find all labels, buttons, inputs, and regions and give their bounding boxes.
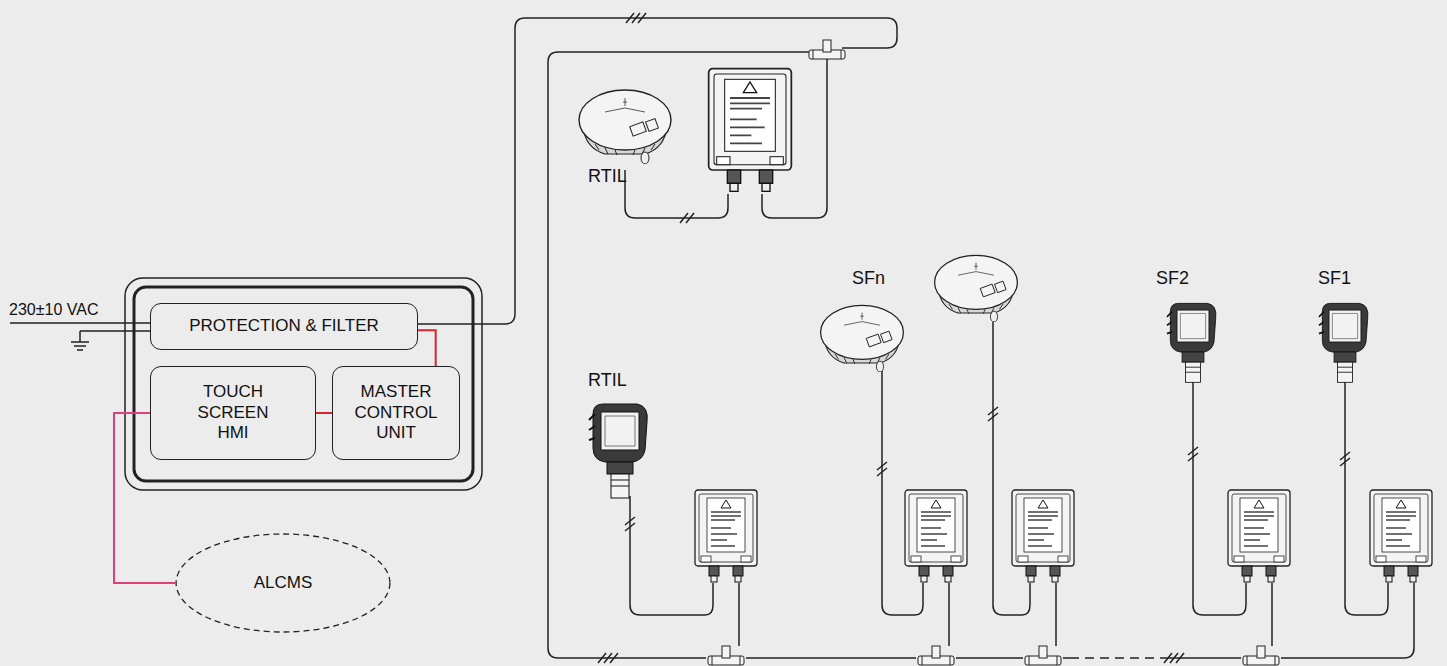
- node-text: MASTER CONTROL UNIT: [340, 382, 452, 443]
- signal-connector: [316, 413, 332, 414]
- light-label: RTIL: [588, 166, 627, 187]
- voltage-label: 230±10 VAC: [9, 301, 98, 319]
- light-label: RTIL: [588, 370, 627, 391]
- node-text: ALCMS: [254, 573, 313, 593]
- node-text: TOUCH SCREEN HMI: [186, 382, 281, 443]
- hmi-box: TOUCH SCREEN HMI: [150, 366, 316, 460]
- signal-connector: [418, 330, 436, 366]
- light-label: SF2: [1156, 268, 1189, 289]
- node-text: PROTECTION & FILTER: [189, 316, 379, 336]
- light-label: SFn: [852, 268, 885, 289]
- system-ellipse: ALCMS: [175, 533, 391, 633]
- protection-filter-box: PROTECTION & FILTER: [150, 303, 418, 350]
- light-label: SF1: [1318, 268, 1351, 289]
- control-unit-box: MASTER CONTROL UNIT: [332, 366, 460, 460]
